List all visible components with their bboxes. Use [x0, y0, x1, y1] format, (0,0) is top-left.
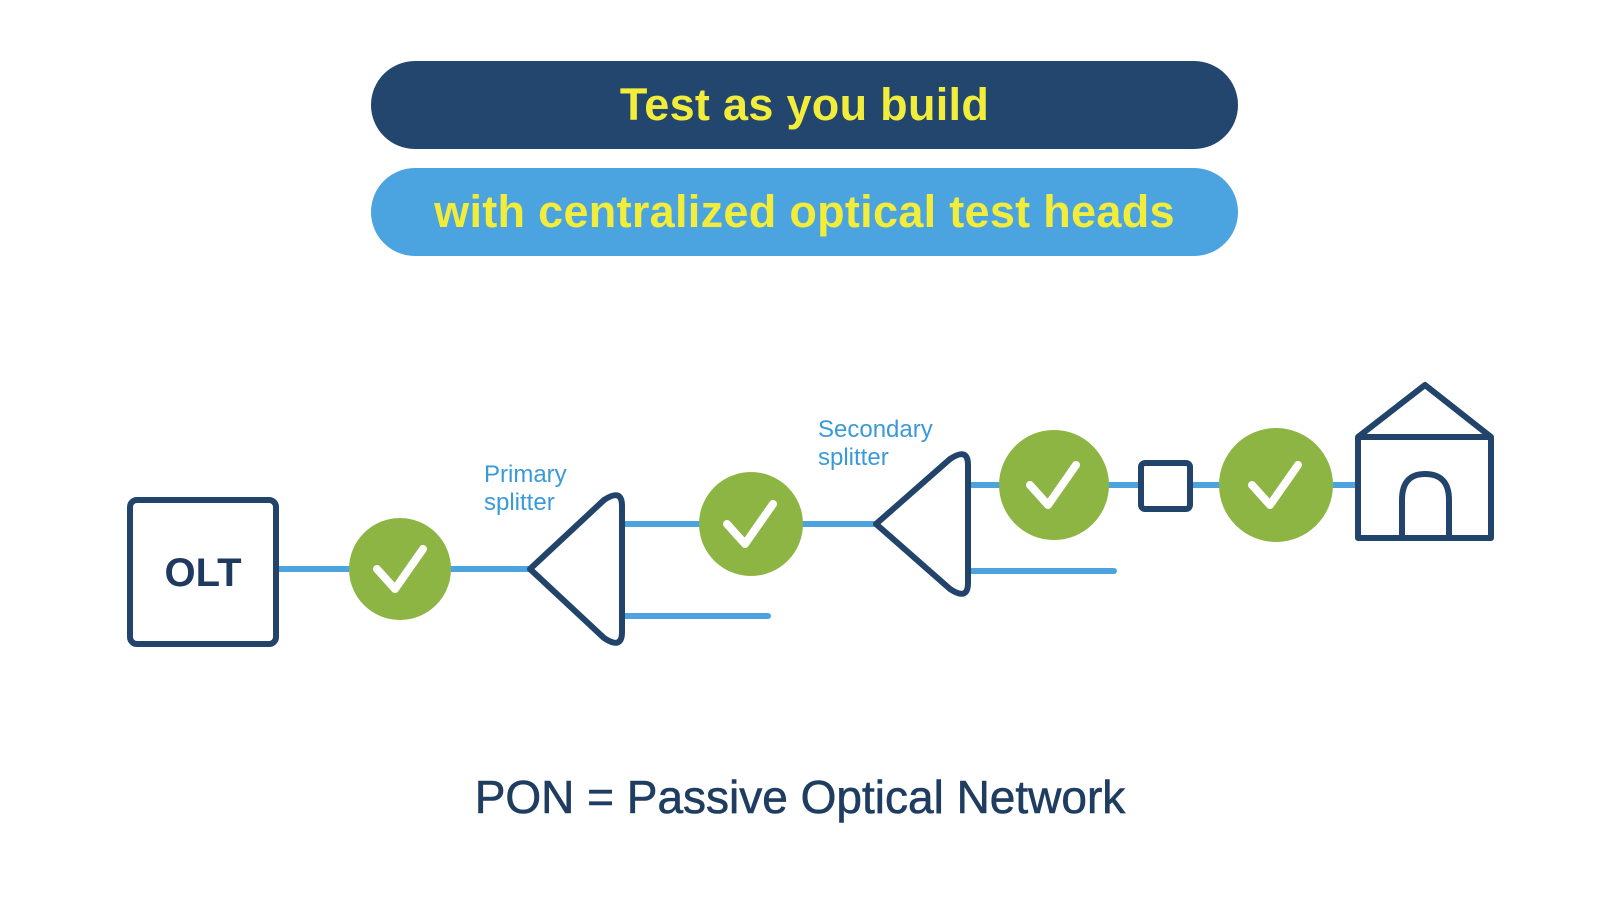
subtitle-text: with centralized optical test heads: [434, 186, 1175, 237]
check-icon: [1219, 428, 1333, 542]
title-text: Test as you build: [619, 79, 990, 130]
olt-box-icon: OLT: [127, 497, 279, 647]
subtitle-banner: with centralized optical test heads: [371, 168, 1238, 256]
primary-splitter-label: Primary splitter: [484, 461, 573, 516]
check-icon: [349, 518, 451, 620]
check-icon: [699, 472, 803, 576]
olt-label: OLT: [164, 551, 241, 595]
title-banner: Test as you build: [371, 61, 1238, 149]
terminal-box-icon: [1138, 460, 1193, 512]
house-icon: [1355, 382, 1494, 541]
secondary-splitter-icon: [873, 451, 971, 597]
check-icon: [999, 430, 1109, 540]
pon-caption: PON = Passive Optical Network: [474, 771, 1126, 824]
secondary-splitter-label: Secondary splitter: [818, 416, 939, 471]
primary-splitter-icon: [527, 492, 625, 646]
